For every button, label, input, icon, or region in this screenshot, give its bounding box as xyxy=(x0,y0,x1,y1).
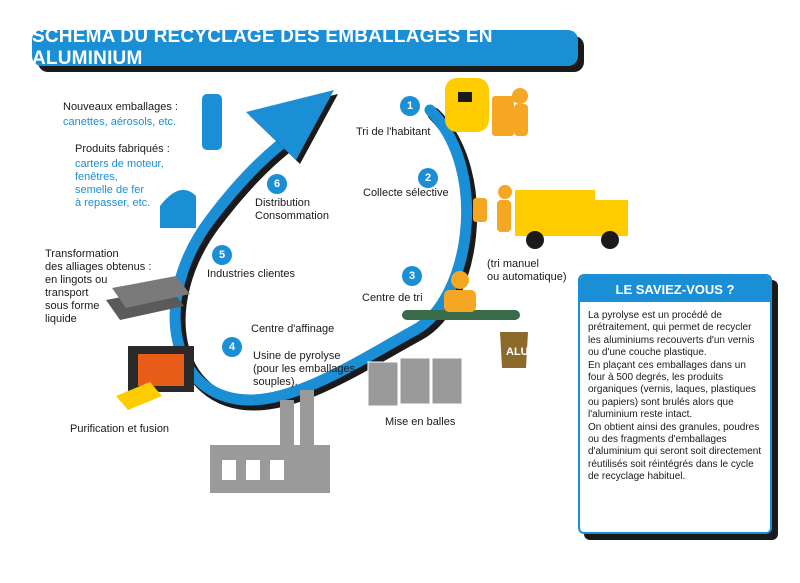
furnace-icon xyxy=(128,346,194,392)
pyrolysis-line1: Usine de pyrolyse xyxy=(253,350,341,362)
pyrolysis-line3: souples). xyxy=(253,376,298,388)
transformation-line1: Transformation xyxy=(45,248,119,260)
molten-ingot-icon xyxy=(116,382,162,410)
transformation-line4: transport xyxy=(45,287,89,299)
did-you-know-body: La pyrolyse est un procédé de prétraitem… xyxy=(588,310,764,484)
collector-icon xyxy=(473,185,512,232)
step-label-6-line1: Distribution xyxy=(255,197,311,209)
step-number-1: 1 xyxy=(400,96,420,116)
sorting-bin-icon xyxy=(445,78,489,132)
arrow-head-blue xyxy=(246,90,334,160)
products-item-3: semelle de fer xyxy=(75,184,145,196)
factory-icon xyxy=(210,390,330,493)
ingots-icon xyxy=(106,276,190,320)
title-banner: SCHÉMA DU RECYCLAGE DES EMBALLAGES EN AL… xyxy=(32,26,578,69)
collection-truck-icon xyxy=(515,190,628,249)
resident-icon xyxy=(492,88,528,136)
purification-label: Purification et fusion xyxy=(70,423,170,435)
did-you-know-box: LE SAVIEZ-VOUS ? La pyrolyse est un proc… xyxy=(578,274,772,534)
alu-bin-icon xyxy=(500,332,528,368)
page-title: SCHÉMA DU RECYCLAGE DES EMBALLAGES EN AL… xyxy=(32,26,493,69)
pyrolysis-line2: (pour les emballages xyxy=(253,363,356,375)
step-number-4: 4 xyxy=(222,337,242,357)
products-item-2: fenêtres, xyxy=(75,171,118,183)
info-paragraph-1: La pyrolyse est un procédé de prétraitem… xyxy=(588,310,755,359)
alu-bin-label: ALU xyxy=(506,346,529,358)
new-packaging-title: Nouveaux emballages : xyxy=(63,101,178,113)
did-you-know-title: LE SAVIEZ-VOUS ? xyxy=(580,276,770,302)
cycle-arrow-blue xyxy=(169,104,473,406)
products-item-4: à repasser, etc. xyxy=(75,197,151,209)
iron-icon xyxy=(160,189,196,228)
step-number-5: 5 xyxy=(212,245,232,265)
transformation-line3: en lingots ou xyxy=(45,274,108,286)
step-label-4: Centre d'affinage xyxy=(251,323,335,335)
step-label-6-line2: Consommation xyxy=(255,210,329,222)
products-title: Produits fabriqués : xyxy=(75,143,170,155)
info-paragraph-2: En plaçant ces emballages dans un four à… xyxy=(588,359,756,421)
step-label-5: Industries clientes xyxy=(207,268,296,280)
sorting-method-line1: (tri manuel xyxy=(487,258,539,270)
transformation-line5: sous forme xyxy=(45,300,100,312)
products-item-1: carters de moteur, xyxy=(75,158,164,170)
step-number-2: 2 xyxy=(418,168,438,188)
step-label-1: Tri de l'habitant xyxy=(356,126,431,138)
transformation-line2: des alliages obtenus : xyxy=(45,261,152,273)
sorting-method-line2: ou automatique) xyxy=(487,271,567,283)
aluminium-bales-icon xyxy=(367,357,463,407)
step-number-6: 6 xyxy=(267,174,287,194)
step-label-2: Collecte sélective xyxy=(363,187,449,199)
step-label-3: Centre de tri xyxy=(362,292,423,304)
sorting-conveyor-icon xyxy=(402,271,520,320)
step-number-3: 3 xyxy=(402,266,422,286)
transformation-line6: liquide xyxy=(45,313,77,325)
bales-label: Mise en balles xyxy=(385,416,456,428)
new-packaging-items: canettes, aérosols, etc. xyxy=(63,116,177,128)
aerosol-can-icon xyxy=(202,94,222,150)
info-paragraph-3: On obtient ainsi des granules, poudres o… xyxy=(588,421,762,483)
